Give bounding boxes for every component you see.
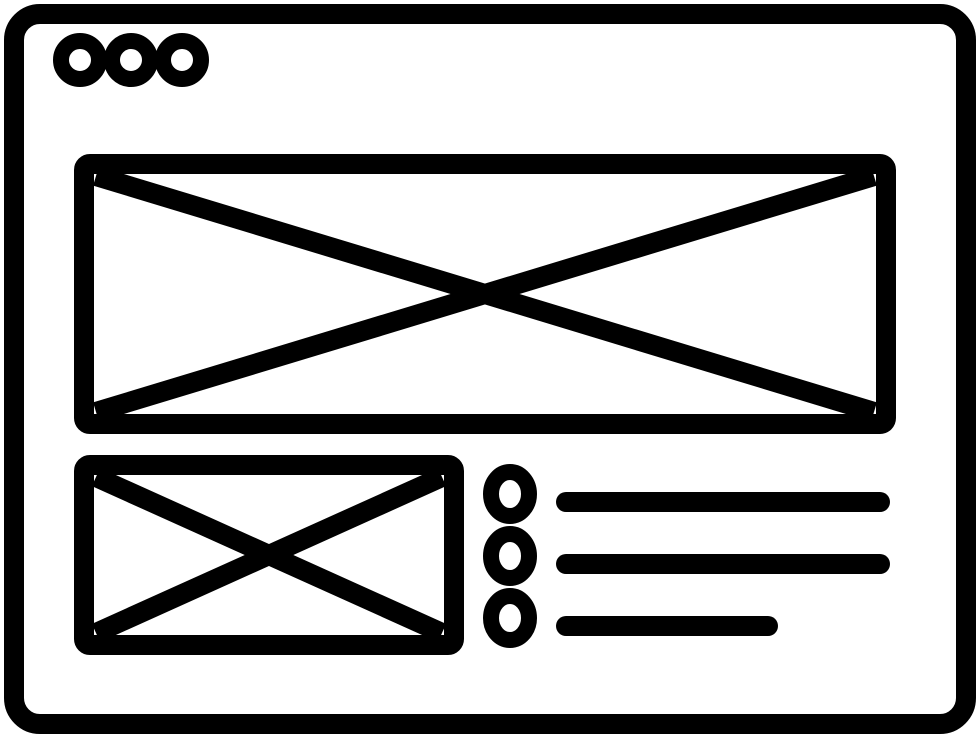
window-controls: [53, 33, 209, 87]
thumbnail-image-placeholder: [74, 455, 464, 655]
window-control-dot-icon: [155, 33, 209, 87]
hero-image-placeholder: [74, 154, 896, 434]
window-control-dot-icon: [53, 33, 107, 87]
list-item: [483, 464, 890, 524]
thumbnail-image-frame: [74, 455, 464, 655]
hero-image-frame: [74, 154, 896, 434]
bullet-icon: [483, 588, 537, 648]
bullet-list-placeholder: [483, 464, 890, 648]
list-item: [483, 526, 890, 586]
bullet-icon: [483, 464, 537, 524]
bullet-icon: [483, 526, 537, 586]
list-item: [483, 588, 778, 648]
thumbnail-image-cross-line: [91, 467, 447, 643]
window-control-dot-icon: [104, 33, 158, 87]
hero-image-cross-line: [93, 166, 877, 422]
